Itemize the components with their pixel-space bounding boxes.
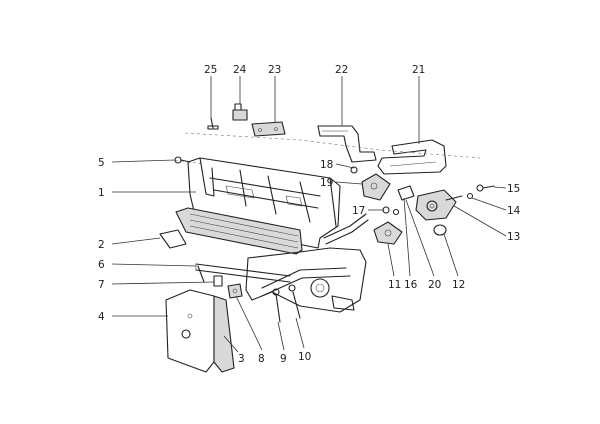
part-6-rod — [195, 263, 291, 283]
callout-22: 22 — [335, 64, 348, 76]
callout-24: 24 — [233, 64, 247, 76]
part-4-cover — [165, 289, 215, 373]
callout-2: 2 — [98, 239, 105, 251]
part-16-valve — [397, 185, 415, 201]
part-3-gasket — [213, 295, 235, 373]
callout-23: 23 — [268, 64, 281, 76]
part-21-duct — [377, 139, 447, 175]
part-2-radiator — [159, 207, 303, 255]
part-8-bracket — [227, 283, 243, 299]
callout-16: 16 — [404, 279, 418, 291]
part-15-screw — [476, 184, 495, 192]
callout-12: 12 — [452, 279, 465, 291]
callout-8: 8 — [258, 353, 265, 365]
callout-13: 13 — [507, 231, 520, 243]
callout-18: 18 — [320, 159, 333, 171]
part-13-tap — [415, 189, 463, 221]
part-17-screw — [382, 206, 400, 216]
callout-21: 21 — [412, 64, 425, 76]
callout-1: 1 — [98, 187, 105, 199]
part-11-flange — [373, 221, 403, 245]
callout-10: 10 — [298, 351, 311, 363]
callout-4: 4 — [98, 311, 105, 323]
part-7-clip — [213, 275, 223, 287]
callout-9: 9 — [280, 353, 287, 365]
callout-6: 6 — [98, 259, 105, 271]
leader-lines — [111, 76, 507, 353]
callout-labels: 25 24 23 22 21 5 1 2 6 7 4 3 8 9 10 11 1… — [98, 64, 521, 365]
part-23-bracket — [251, 121, 286, 137]
part-10-screw — [288, 284, 301, 319]
part-22-duct — [317, 125, 377, 163]
part-9-screw — [272, 288, 281, 323]
part-24-clip — [232, 103, 248, 121]
part-18-nut — [350, 166, 358, 174]
callout-15: 15 — [507, 183, 520, 195]
part-12-knob — [433, 224, 447, 236]
callout-20: 20 — [428, 279, 441, 291]
part-19-valve-plate — [361, 173, 391, 201]
part-lower-housing — [245, 247, 367, 313]
part-drawings — [159, 103, 495, 373]
callout-5: 5 — [98, 157, 105, 169]
callout-25: 25 — [204, 64, 217, 76]
part-25-screw — [207, 117, 219, 130]
callout-19: 19 — [320, 177, 333, 189]
callout-14: 14 — [507, 205, 521, 217]
callout-3: 3 — [238, 353, 245, 365]
callout-11: 11 — [388, 279, 401, 291]
callout-7: 7 — [98, 279, 105, 291]
callout-17: 17 — [352, 205, 365, 217]
part-14-washer — [466, 192, 474, 200]
